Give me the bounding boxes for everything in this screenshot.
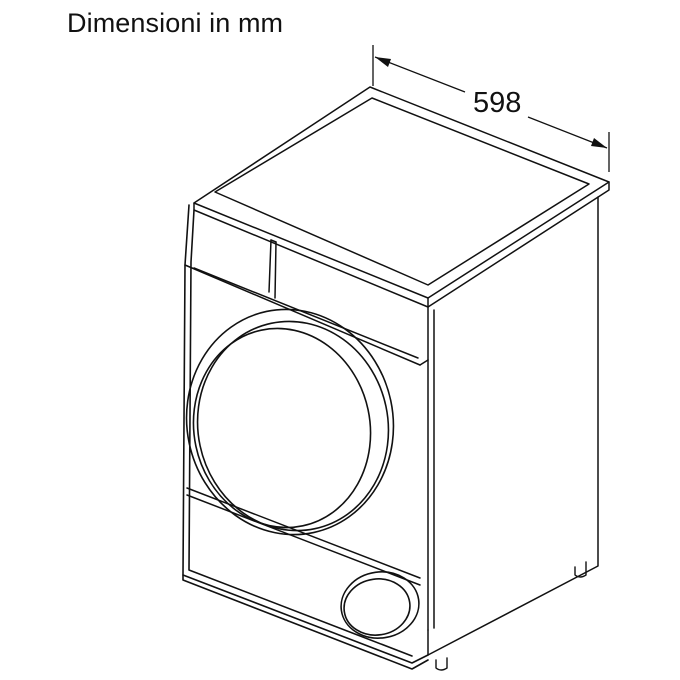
- width-arrow-left: [375, 57, 391, 67]
- dryer: [182, 86, 610, 671]
- width-dimension-label: 598: [473, 87, 521, 119]
- door-inner-ring: [196, 320, 390, 532]
- foot-back-right: [574, 561, 587, 578]
- service-flap: [340, 571, 420, 639]
- width-dimension-line-left: [374, 56, 466, 93]
- door-glass: [192, 327, 372, 529]
- door-outer-ring: [185, 308, 395, 536]
- foot-front-right: [435, 657, 448, 671]
- lower-panel-divider: [186, 487, 421, 586]
- dryer-front-panel: [182, 204, 429, 670]
- control-panel: [184, 239, 429, 366]
- dryer-feet: [435, 561, 587, 671]
- width-arrow-right: [591, 138, 607, 148]
- diagram-title: Dimensioni in mm: [67, 8, 284, 38]
- dryer-top: [193, 86, 610, 308]
- door: [185, 308, 395, 536]
- dryer-side-panel: [427, 196, 599, 656]
